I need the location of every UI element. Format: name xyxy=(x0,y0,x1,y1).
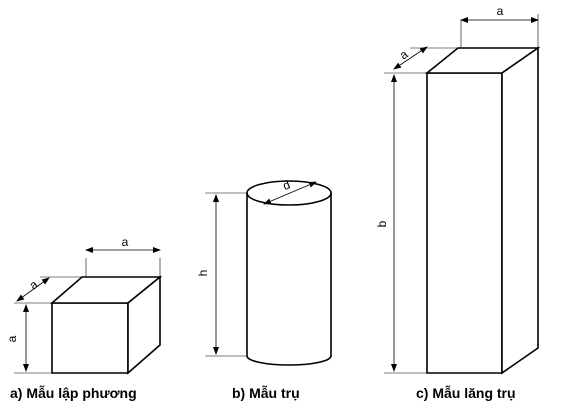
prism-width-label: a xyxy=(497,4,504,18)
prism-depth-dimension xyxy=(393,46,428,70)
prism-side-face xyxy=(501,46,539,375)
cylinder-diameter-dimension xyxy=(263,181,317,205)
cube-width-label: a xyxy=(122,235,129,249)
prism-caption: c) Mẫu lăng trụ xyxy=(416,385,516,401)
cylinder-height-label: h xyxy=(196,270,210,277)
cube-front-face xyxy=(51,302,129,374)
prism-front-face xyxy=(426,72,503,374)
cube-height-label: a xyxy=(5,335,19,342)
cylinder-caption: b) Mẫu trụ xyxy=(232,385,300,401)
prism-depth-label: a xyxy=(397,47,411,62)
cube-depth-label: a xyxy=(27,277,41,292)
prism-specimen: a a b c) Mẫu lăng trụ xyxy=(375,4,541,401)
prism-height-label: b xyxy=(375,220,389,227)
cube-specimen: a a a a) Mẫu lập phương xyxy=(5,235,163,401)
cylinder-specimen: d h b) Mẫu trụ xyxy=(196,178,332,401)
cube-side-face xyxy=(127,275,161,375)
cube-caption: a) Mẫu lập phương xyxy=(10,385,137,401)
cylinder-body xyxy=(246,192,332,366)
cube-depth-dimension xyxy=(16,277,50,302)
cylinder-diameter-label: d xyxy=(281,178,292,193)
